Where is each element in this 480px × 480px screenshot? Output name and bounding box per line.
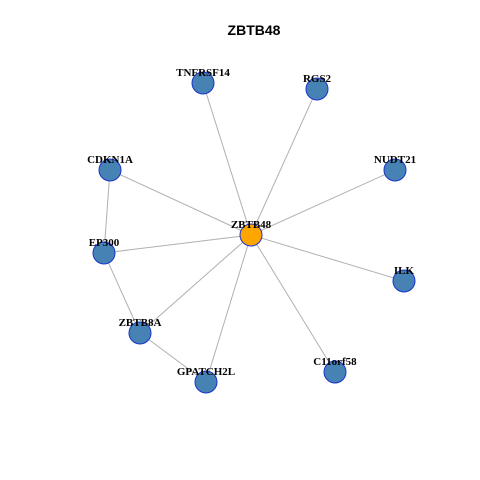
node-label-gpatch2l: GPATCH2L [177, 366, 235, 378]
node-zbtb8a [128, 321, 152, 345]
node-label-ilk: ILK [394, 265, 415, 277]
node-label-nudt21: NUDT21 [374, 154, 416, 166]
edge-zbtb48-ilk [250, 234, 405, 282]
node-layer [92, 71, 416, 394]
node-ilk [392, 269, 416, 293]
node-cdkn1a [98, 158, 122, 182]
edge-zbtb48-tnfrsf14 [202, 82, 252, 236]
edge-zbtb48-cdkn1a [109, 169, 252, 236]
node-label-ep300: EP300 [89, 237, 120, 249]
node-label-rgs2: RGS2 [303, 73, 332, 85]
edge-zbtb48-rgs2 [250, 88, 318, 236]
edge-zbtb8a-gpatch2l [139, 332, 207, 383]
node-gpatch2l [194, 370, 218, 394]
edge-zbtb48-ep300 [103, 234, 252, 254]
edge-zbtb48-nudt21 [250, 169, 396, 236]
edge-cdkn1a-ep300 [103, 169, 111, 254]
node-label-cdkn1a: CDKN1A [87, 154, 133, 166]
node-zbtb48 [239, 223, 263, 247]
node-rgs2 [305, 77, 329, 101]
edge-layer [103, 82, 405, 383]
node-label-zbtb48: ZBTB48 [231, 219, 272, 231]
diagram-title: ZBTB48 [228, 22, 281, 38]
node-label-zbtb8a: ZBTB8A [119, 317, 162, 329]
edge-ep300-zbtb8a [103, 252, 141, 334]
edge-zbtb48-c11orf58 [250, 234, 336, 373]
node-label-tnfrsf14: TNFRSF14 [176, 67, 230, 79]
node-tnfrsf14 [191, 71, 215, 95]
node-ep300 [92, 241, 116, 265]
node-label-c11orf58: C11orf58 [313, 356, 357, 368]
node-c11orf58 [323, 360, 347, 384]
node-nudt21 [383, 158, 407, 182]
edge-zbtb48-gpatch2l [205, 234, 252, 383]
edge-zbtb48-zbtb8a [139, 234, 252, 334]
